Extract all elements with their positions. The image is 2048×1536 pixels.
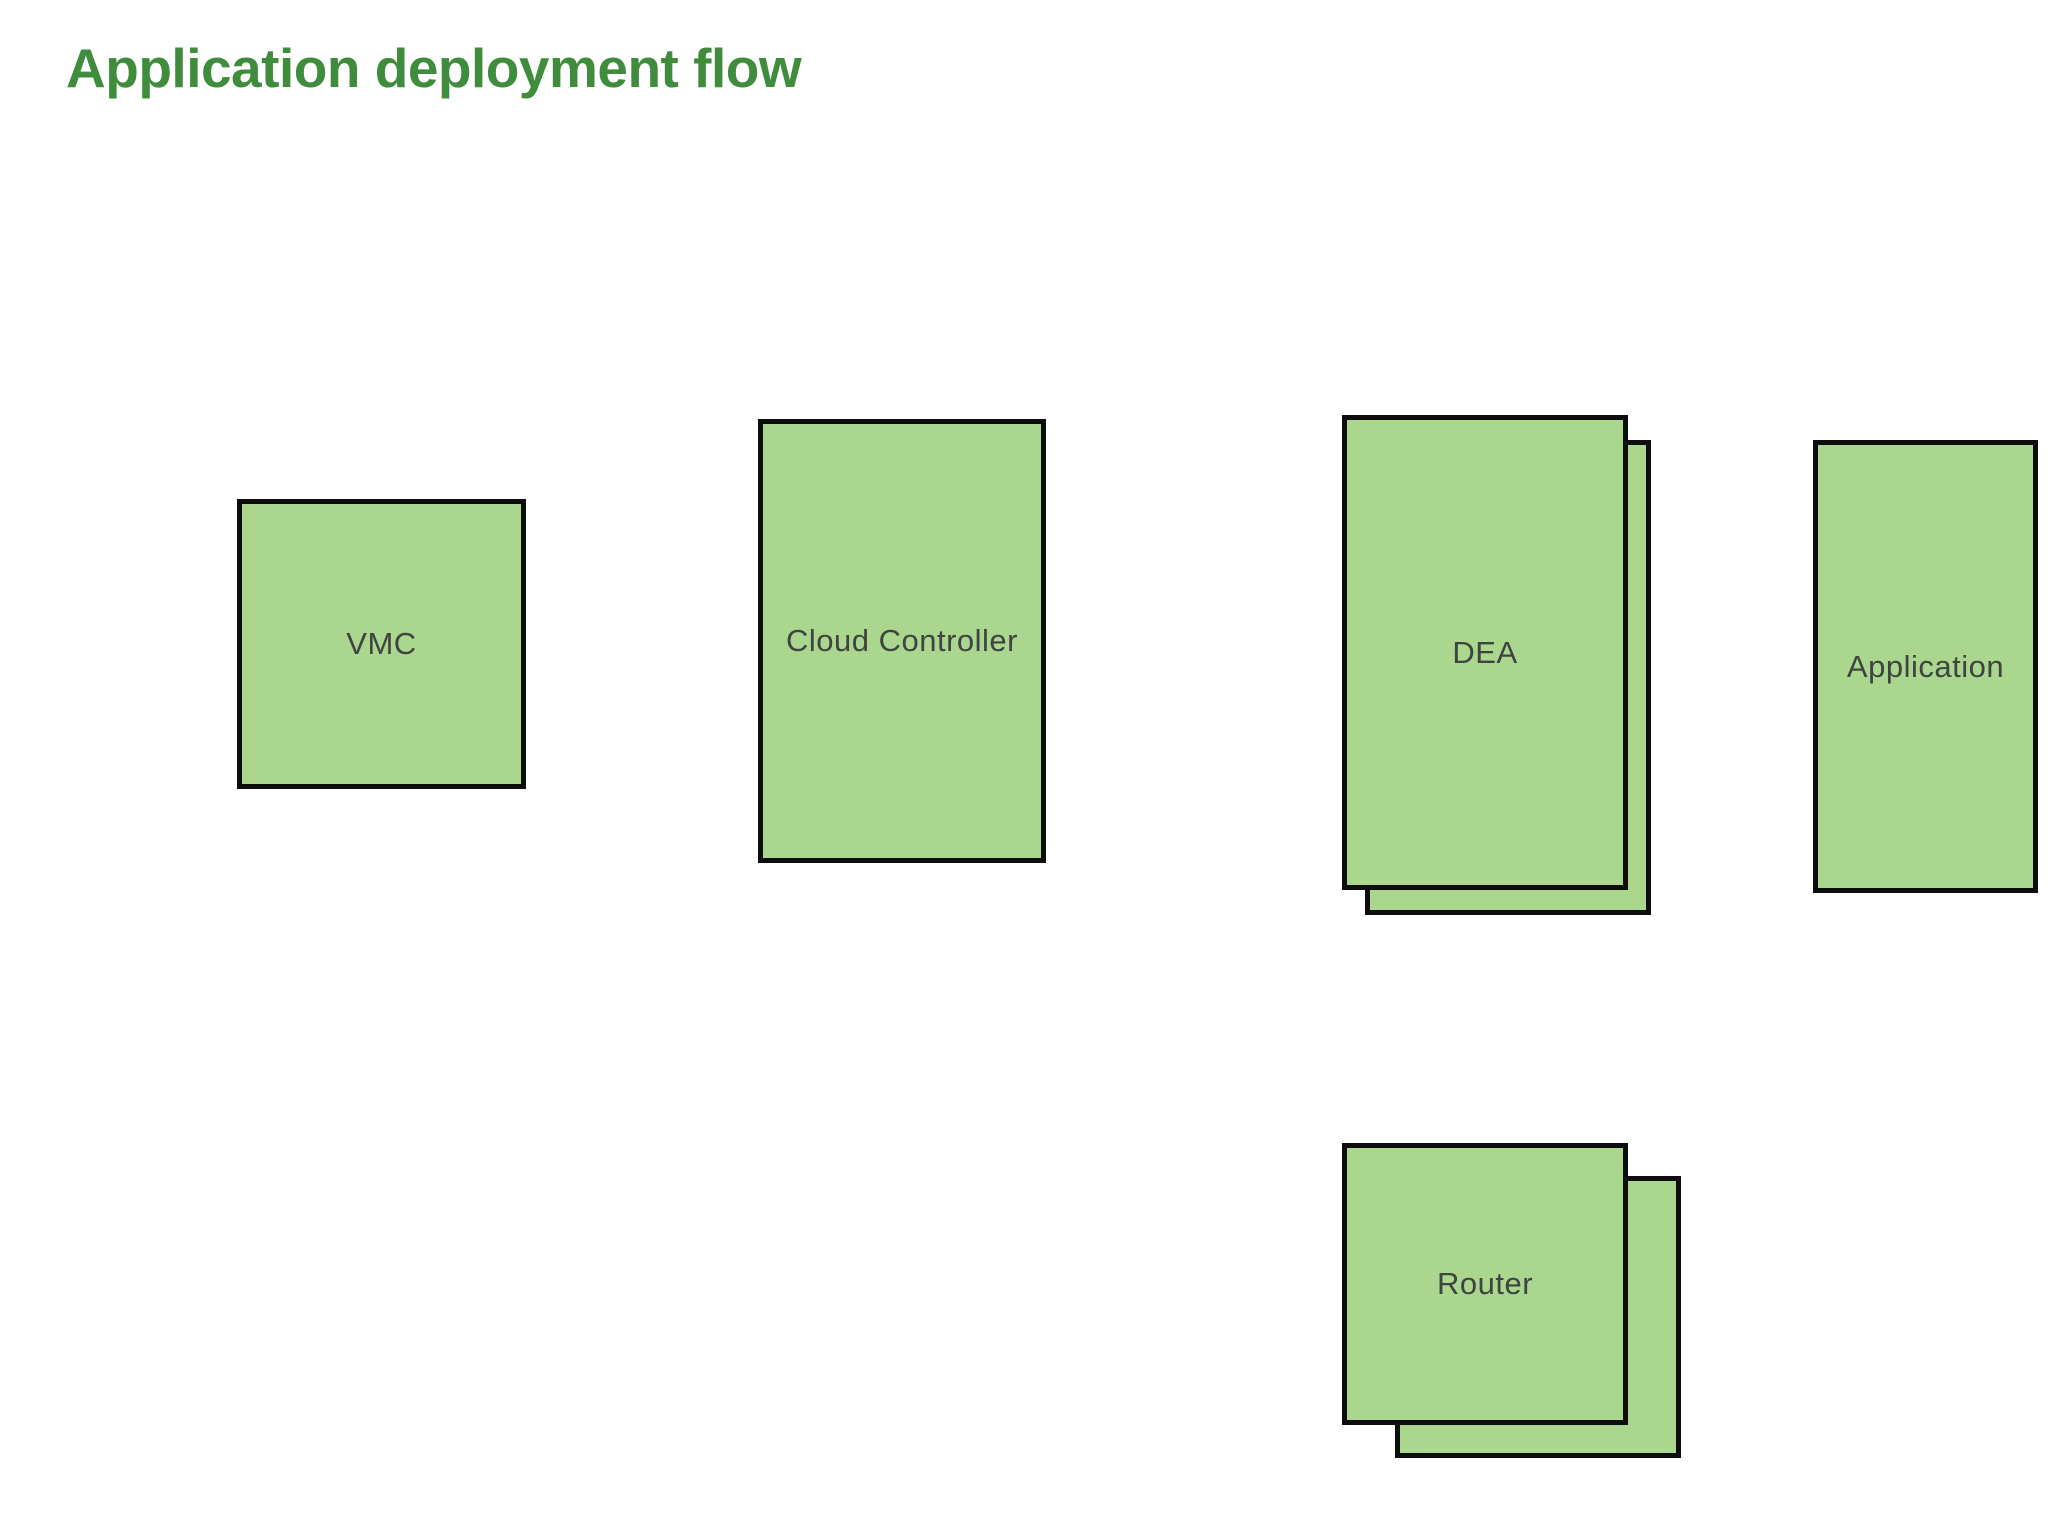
diagram-node-router-label: Router [1436,1266,1534,1301]
diagram-node-vmc: VMC [237,499,526,789]
diagram-node-vmc-label: VMC [346,626,417,661]
diagram-node-router: Router [1342,1143,1628,1425]
diagram-node-application: Application [1813,440,2038,893]
diagram-node-dea: DEA [1342,415,1628,890]
diagram-node-dea-label: DEA [1452,634,1518,670]
diagram-node-cloud-controller: Cloud Controller [758,419,1046,863]
diagram-node-application-label: Application [1846,648,2005,684]
diagram-node-cloud-controller-label: Cloud Controller [786,623,1018,658]
slide-title: Application deployment flow [66,37,802,99]
